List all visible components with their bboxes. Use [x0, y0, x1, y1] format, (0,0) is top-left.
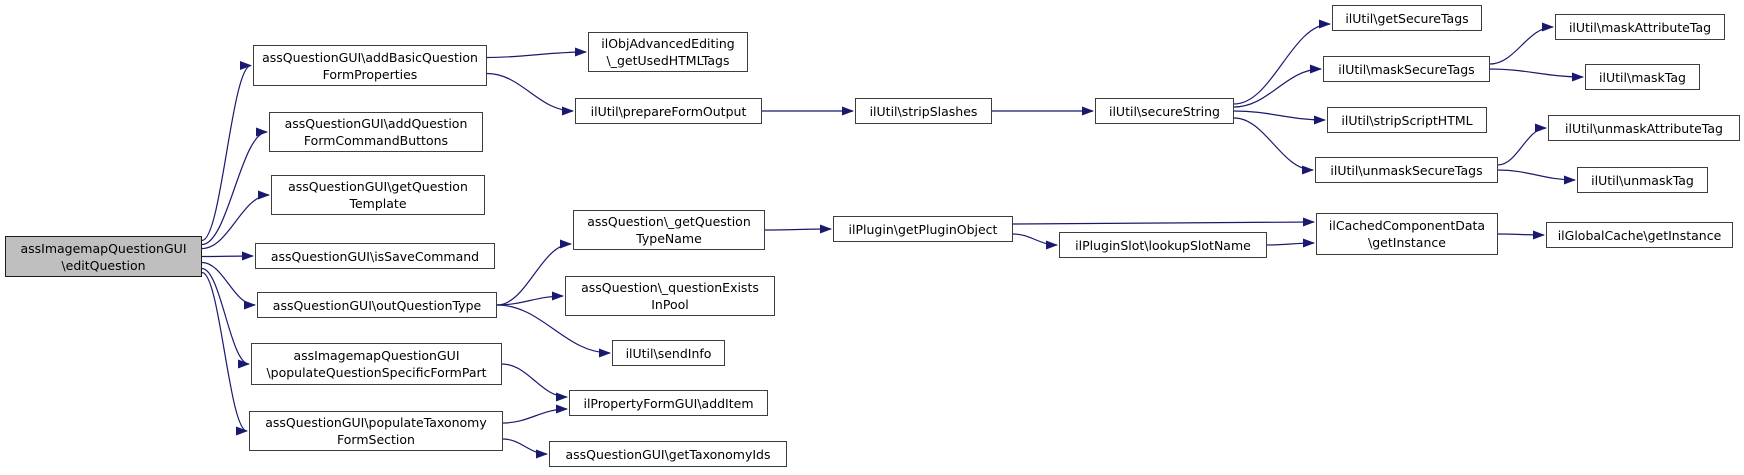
edge-secureString-unmaskSecureTags: [1233, 117, 1314, 175]
node-getSecureTags[interactable]: ilUtil\getSecureTags: [1332, 5, 1482, 31]
node-populateQuestionSpecificFormPart[interactable]: assImagemapQuestionGUI \populateQuestion…: [251, 343, 502, 385]
edge-secureString-getSecureTags: [1233, 19, 1331, 105]
node-unmaskTag[interactable]: ilUtil\unmaskTag: [1577, 167, 1708, 193]
node-editQuestion: assImagemapQuestionGUI \editQuestion: [5, 236, 202, 277]
edge-populateQuestionSpecificFormPart-addItem: [501, 363, 568, 402]
node-getUsedHTMLTags[interactable]: ilObjAdvancedEditing \_getUsedHTMLTags: [588, 32, 748, 72]
node-secureString[interactable]: ilUtil\secureString: [1095, 98, 1234, 124]
edge-unmaskSecureTags-unmaskAttributeTag: [1497, 123, 1547, 166]
node-globalCacheGetInstance[interactable]: ilGlobalCache\getInstance: [1546, 222, 1733, 248]
edge-addBasicQuestionFormProperties-getUsedHTMLTags: [486, 47, 587, 59]
node-prepareFormOutput[interactable]: ilUtil\prepareFormOutput: [575, 98, 762, 124]
edge-maskSecureTags-maskTag: [1489, 68, 1584, 82]
edge-getPluginObject-lookupSlotName: [1012, 233, 1058, 250]
node-maskSecureTags[interactable]: ilUtil\maskSecureTags: [1323, 56, 1490, 82]
node-stripScriptHTML[interactable]: ilUtil\stripScriptHTML: [1327, 107, 1487, 133]
node-outQuestionType[interactable]: assQuestionGUI\outQuestionType: [257, 292, 497, 318]
node-populateTaxonomyFormSection[interactable]: assQuestionGUI\populateTaxonomy FormSect…: [249, 411, 503, 451]
node-addQuestionFormCommandButtons[interactable]: assQuestionGUI\addQuestion FormCommandBu…: [269, 112, 483, 152]
node-unmaskSecureTags[interactable]: ilUtil\unmaskSecureTags: [1315, 157, 1498, 183]
node-isSaveCommand[interactable]: assQuestionGUI\isSaveCommand: [255, 243, 495, 269]
edge-editQuestion-outQuestionType: [201, 261, 256, 310]
node-addBasicQuestionFormProperties[interactable]: assQuestionGUI\addBasicQuestion FormProp…: [253, 45, 487, 86]
edge-addBasicQuestionFormProperties-prepareFormOutput: [486, 72, 574, 116]
node-lookupSlotName[interactable]: ilPluginSlot\lookupSlotName: [1059, 232, 1267, 258]
node-getPluginObject[interactable]: ilPlugin\getPluginObject: [833, 216, 1013, 242]
edge-getQuestionTypeName-getPluginObject: [764, 224, 832, 234]
node-getTaxonomyIds[interactable]: assQuestionGUI\getTaxonomyIds: [549, 441, 787, 467]
edge-secureString-stripScriptHTML: [1233, 110, 1326, 125]
node-maskTag[interactable]: ilUtil\maskTag: [1585, 64, 1700, 90]
node-maskAttributeTag[interactable]: ilUtil\maskAttributeTag: [1555, 14, 1725, 40]
edge-editQuestion-getQuestionTemplate: [201, 190, 270, 250]
edge-editQuestion-addBasicQuestionFormProperties: [201, 61, 252, 242]
node-getQuestionTemplate[interactable]: assQuestionGUI\getQuestion Template: [271, 175, 485, 215]
node-questionExistsInPool[interactable]: assQuestion\_questionExists InPool: [565, 276, 775, 316]
edge-editQuestion-populateQuestionSpecificFormPart: [201, 267, 250, 369]
edge-cachedComponentDataGetInstance-globalCacheGetInstance: [1497, 230, 1545, 240]
node-unmaskAttributeTag[interactable]: ilUtil\unmaskAttributeTag: [1548, 115, 1740, 141]
edge-editQuestion-isSaveCommand: [201, 251, 254, 261]
edge-populateTaxonomyFormSection-getTaxonomyIds: [502, 438, 548, 459]
edge-editQuestion-addQuestionFormCommandButtons: [201, 127, 268, 246]
edge-outQuestionType-getQuestionTypeName: [496, 239, 572, 306]
edge-getPluginObject-cachedComponentDataGetInstance: [1012, 217, 1315, 227]
edge-populateTaxonomyFormSection-addItem: [502, 404, 568, 424]
edge-editQuestion-populateTaxonomyFormSection: [201, 271, 248, 436]
edge-maskSecureTags-maskAttributeTag: [1489, 22, 1554, 65]
node-addItem[interactable]: ilPropertyFormGUI\addItem: [569, 390, 768, 416]
edge-lookupSlotName-cachedComponentDataGetInstance: [1266, 238, 1315, 248]
node-stripSlashes[interactable]: ilUtil\stripSlashes: [855, 98, 992, 124]
node-getQuestionTypeName[interactable]: assQuestion\_getQuestion TypeName: [573, 210, 765, 250]
edge-secureString-maskSecureTags: [1233, 64, 1322, 108]
edge-outQuestionType-questionExistsInPool: [496, 291, 564, 306]
edge-unmaskSecureTags-unmaskTag: [1497, 169, 1576, 185]
node-cachedComponentDataGetInstance[interactable]: ilCachedComponentData \getInstance: [1316, 213, 1498, 255]
node-sendInfo[interactable]: ilUtil\sendInfo: [612, 340, 725, 366]
